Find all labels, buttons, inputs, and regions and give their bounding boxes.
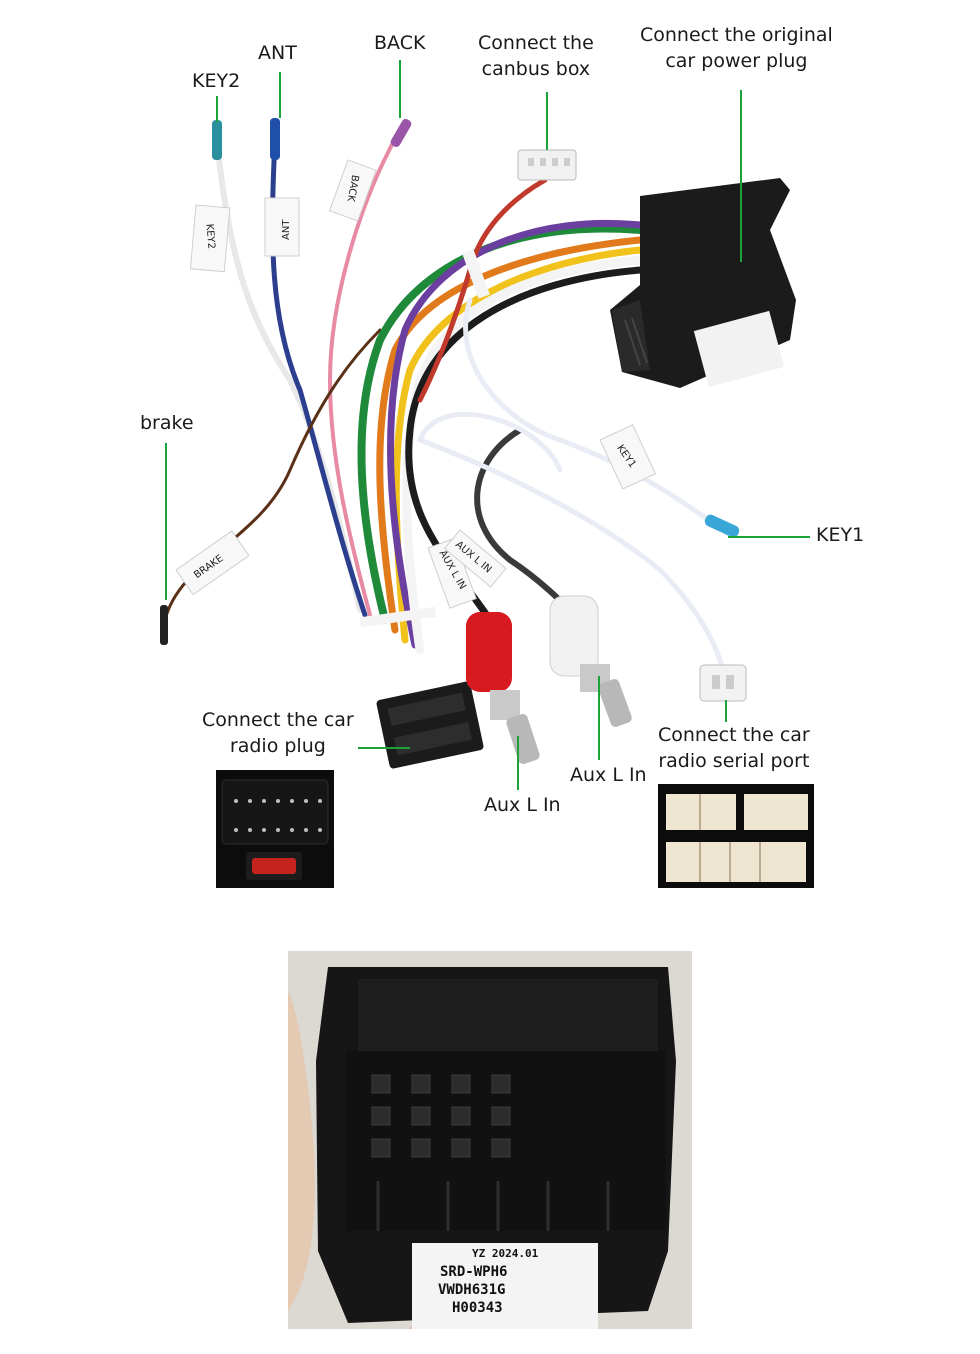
callout-power-line-2: car power plug bbox=[665, 50, 808, 72]
connector-closeup-photo: YZ 2024.01 SRD-WPH6 VWDH631G H00343 bbox=[288, 951, 692, 1329]
callout-radio-plug-line-2: radio plug bbox=[229, 735, 326, 757]
serial-port-plug bbox=[699, 664, 747, 702]
callout-canbus-line-2: canbus box bbox=[481, 58, 591, 80]
callout-ant: ANT bbox=[258, 42, 297, 64]
wire-serial-white bbox=[416, 411, 728, 683]
label-line-3: VWDH631G bbox=[438, 1282, 505, 1298]
rca-plug-white bbox=[549, 595, 632, 727]
serial-port-closeup bbox=[658, 784, 814, 888]
wire-back-pink bbox=[327, 128, 402, 617]
key1-wire-tip bbox=[704, 514, 740, 538]
canbus-plug bbox=[517, 149, 577, 181]
wire-tag-key1: KEY1 bbox=[599, 424, 657, 490]
rca-plug-red bbox=[466, 612, 540, 764]
label-line-4: H00343 bbox=[452, 1300, 503, 1316]
callout-aux-right: Aux L In bbox=[570, 764, 647, 786]
wire-tag-key2: KEY2 bbox=[189, 204, 231, 273]
callout-lines bbox=[165, 60, 810, 790]
back-wire-tip bbox=[390, 118, 412, 148]
callout-canbus: Connect the canbus box bbox=[478, 30, 594, 82]
car-radio-plug bbox=[376, 681, 484, 769]
callout-back: BACK bbox=[374, 32, 426, 54]
wire-orange bbox=[376, 236, 644, 634]
fuse bbox=[252, 858, 296, 874]
wire-tag-key2-text: KEY2 bbox=[203, 223, 216, 249]
callout-key1: KEY1 bbox=[816, 524, 865, 546]
wire-tag-back: BACK bbox=[328, 159, 377, 222]
callout-serial-line-2: radio serial port bbox=[658, 750, 810, 772]
callout-radio-plug: Connect the car radio plug bbox=[202, 707, 354, 759]
harness-wires bbox=[163, 128, 733, 683]
cable-tie bbox=[462, 249, 490, 299]
ant-wire-tip bbox=[270, 118, 280, 160]
key2-wire-tip bbox=[212, 120, 222, 160]
wire-key1-white bbox=[463, 297, 733, 538]
brake-wire-tip bbox=[160, 605, 168, 645]
connector-label: YZ 2024.01 SRD-WPH6 VWDH631G H00343 bbox=[412, 1243, 598, 1329]
finger bbox=[288, 991, 315, 1311]
wire-gray-aux bbox=[474, 427, 583, 623]
wire-purple bbox=[387, 219, 644, 649]
callout-serial-line-1: Connect the car bbox=[658, 724, 810, 746]
callout-canbus-line-1: Connect the bbox=[478, 32, 594, 54]
callout-brake: brake bbox=[140, 412, 194, 434]
wire-tag-ant-text: ANT bbox=[281, 219, 292, 240]
wiring-harness-diagram: KEY2 ANT BACK BRAKE KEY1 AUX L IN AUX L … bbox=[160, 60, 814, 888]
callout-power: Connect the original car power plug bbox=[640, 22, 833, 74]
pin-grid bbox=[371, 1074, 511, 1158]
label-line-1: YZ 2024.01 bbox=[472, 1247, 539, 1260]
wire-tag-brake: BRAKE bbox=[175, 530, 250, 596]
callout-aux-left: Aux L In bbox=[484, 794, 561, 816]
radio-plug-closeup bbox=[216, 770, 334, 888]
car-power-plug bbox=[610, 178, 796, 388]
callout-serial: Connect the car radio serial port bbox=[658, 722, 810, 774]
wire-tag-back-text: BACK bbox=[345, 174, 361, 203]
cable-tie bbox=[359, 606, 437, 628]
callout-power-line-1: Connect the original bbox=[640, 24, 833, 46]
callout-key2: KEY2 bbox=[192, 70, 241, 92]
wire-white-bundle bbox=[402, 255, 645, 655]
wire-tag-ant: ANT bbox=[264, 197, 300, 257]
callout-radio-plug-line-1: Connect the car bbox=[202, 709, 354, 731]
label-line-2: SRD-WPH6 bbox=[440, 1264, 507, 1280]
bottom-slots bbox=[376, 1181, 610, 1231]
